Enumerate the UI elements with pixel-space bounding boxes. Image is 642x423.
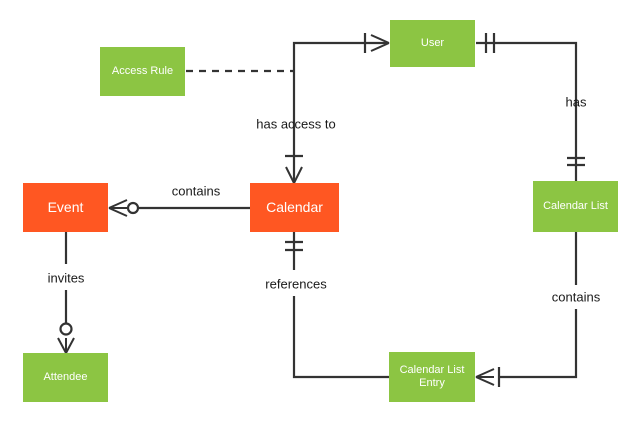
relationship-label-has: has xyxy=(566,95,587,110)
connector-references xyxy=(285,232,389,379)
relationship-label-invites: invites xyxy=(48,271,85,286)
entity-calendar-list-entry[interactable]: Calendar List Entry xyxy=(389,352,475,402)
entity-event-label: Event xyxy=(47,199,84,216)
connector-invites xyxy=(57,232,75,354)
entity-calendar-list-entry-label: Calendar List Entry xyxy=(399,364,465,389)
contains-list-entry-text: contains xyxy=(551,289,601,305)
entity-access-rule[interactable]: Access Rule xyxy=(100,47,185,96)
references-text: references xyxy=(265,276,327,292)
entity-event[interactable]: Event xyxy=(23,183,108,232)
entity-user[interactable]: User xyxy=(390,20,475,67)
entity-attendee[interactable]: Attendee xyxy=(23,353,108,402)
connector-contains-list-entry xyxy=(475,232,578,387)
relationship-label-has-access-to: has access to xyxy=(256,117,336,132)
entity-attendee-label: Attendee xyxy=(43,371,88,384)
connector-has-access-to xyxy=(285,33,390,184)
connector-has xyxy=(476,33,585,181)
entity-access-rule-label: Access Rule xyxy=(111,65,174,78)
relationship-label-contains-list-entry: contains xyxy=(552,290,600,305)
has-text: has xyxy=(565,94,587,110)
invites-text: invites xyxy=(47,270,85,286)
entity-calendar-list[interactable]: Calendar List xyxy=(533,181,618,232)
relationship-label-references: references xyxy=(265,277,326,292)
entity-calendar-label: Calendar xyxy=(266,199,323,216)
has-access-to-text: has access to xyxy=(256,116,336,132)
contains-event-calendar-text: contains xyxy=(171,183,221,199)
connector-contains-event-calendar xyxy=(108,199,250,217)
relationship-label-contains-event-calendar: contains xyxy=(172,184,220,199)
entity-user-label: User xyxy=(420,37,445,50)
entity-calendar-list-label: Calendar List xyxy=(543,200,608,213)
entity-calendar[interactable]: Calendar xyxy=(250,183,339,232)
